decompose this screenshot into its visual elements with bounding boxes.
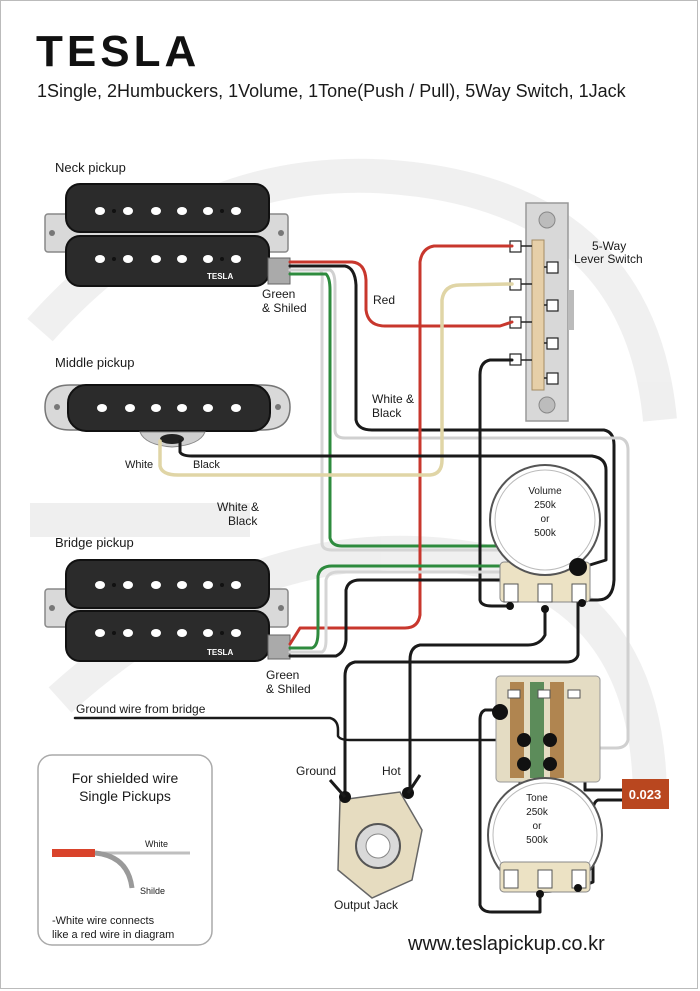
capacitor-value: 0.023	[629, 787, 662, 802]
output-jack	[328, 774, 423, 899]
wires	[73, 244, 630, 914]
inset-title-line2: Single Pickups	[79, 788, 171, 804]
middle-pickup	[44, 384, 291, 448]
middle-pickup-label: Middle pickup	[55, 355, 135, 370]
tone-label-line3: or	[533, 821, 543, 832]
output-jack-label: Output Jack	[334, 898, 399, 912]
center-white-black-line1: White &	[217, 500, 259, 514]
bridge-pickup-brand: TESLA	[207, 648, 233, 657]
ground-from-bridge-label: Ground wire from bridge	[76, 702, 206, 716]
bridge-pickup-label: Bridge pickup	[55, 535, 134, 550]
volume-label-line4: 500k	[534, 528, 557, 539]
white-black-label-line1: White &	[372, 392, 414, 406]
neck-pickup-brand: TESLA	[207, 272, 233, 281]
inset-note-line2: like a red wire in diagram	[52, 929, 174, 941]
middle-white-label: White	[125, 459, 153, 471]
footer-url: www.teslapickup.co.kr	[407, 933, 605, 955]
volume-label-line1: Volume	[528, 486, 562, 497]
tone-label-line2: 250k	[526, 807, 549, 818]
jack-hot-label: Hot	[382, 764, 401, 778]
five-way-switch	[509, 202, 574, 422]
tone-label-line4: 500k	[526, 835, 549, 846]
switch-label-line1: 5-Way	[592, 239, 626, 253]
bridge-pickup: TESLA	[44, 559, 291, 662]
shielded-wire-inset	[37, 754, 213, 946]
brand-logo: TESLA	[36, 27, 200, 76]
volume-label-line2: 250k	[534, 500, 557, 511]
switch-label-line2: Lever Switch	[574, 252, 643, 266]
neck-pickup-label: Neck pickup	[55, 160, 126, 175]
red-wire-label: Red	[373, 293, 395, 307]
bridge-green-label-line2: & Shiled	[266, 682, 311, 696]
capacitor	[622, 779, 669, 809]
inset-note-line1: -White wire connects	[52, 915, 155, 927]
inset-white-label: White	[145, 839, 168, 849]
tone-pot	[487, 675, 603, 898]
volume-label-line3: or	[541, 514, 551, 525]
bridge-green-label-line1: Green	[266, 668, 299, 682]
volume-pot	[489, 464, 601, 613]
inset-title-line1: For shielded wire	[72, 770, 179, 786]
jack-ground-label: Ground	[296, 764, 336, 778]
neck-green-label-line1: Green	[262, 287, 295, 301]
neck-pickup: TESLA	[44, 183, 291, 287]
center-white-black-line2: Black	[228, 514, 258, 528]
inset-shield-label: Shilde	[140, 886, 165, 896]
neck-green-label-line2: & Shiled	[262, 301, 307, 315]
middle-black-label: Black	[193, 459, 220, 471]
diagram-subtitle: 1Single, 2Humbuckers, 1Volume, 1Tone(Pus…	[37, 81, 627, 101]
white-black-label-line2: Black	[372, 406, 402, 420]
tone-label-line1: Tone	[526, 793, 548, 804]
